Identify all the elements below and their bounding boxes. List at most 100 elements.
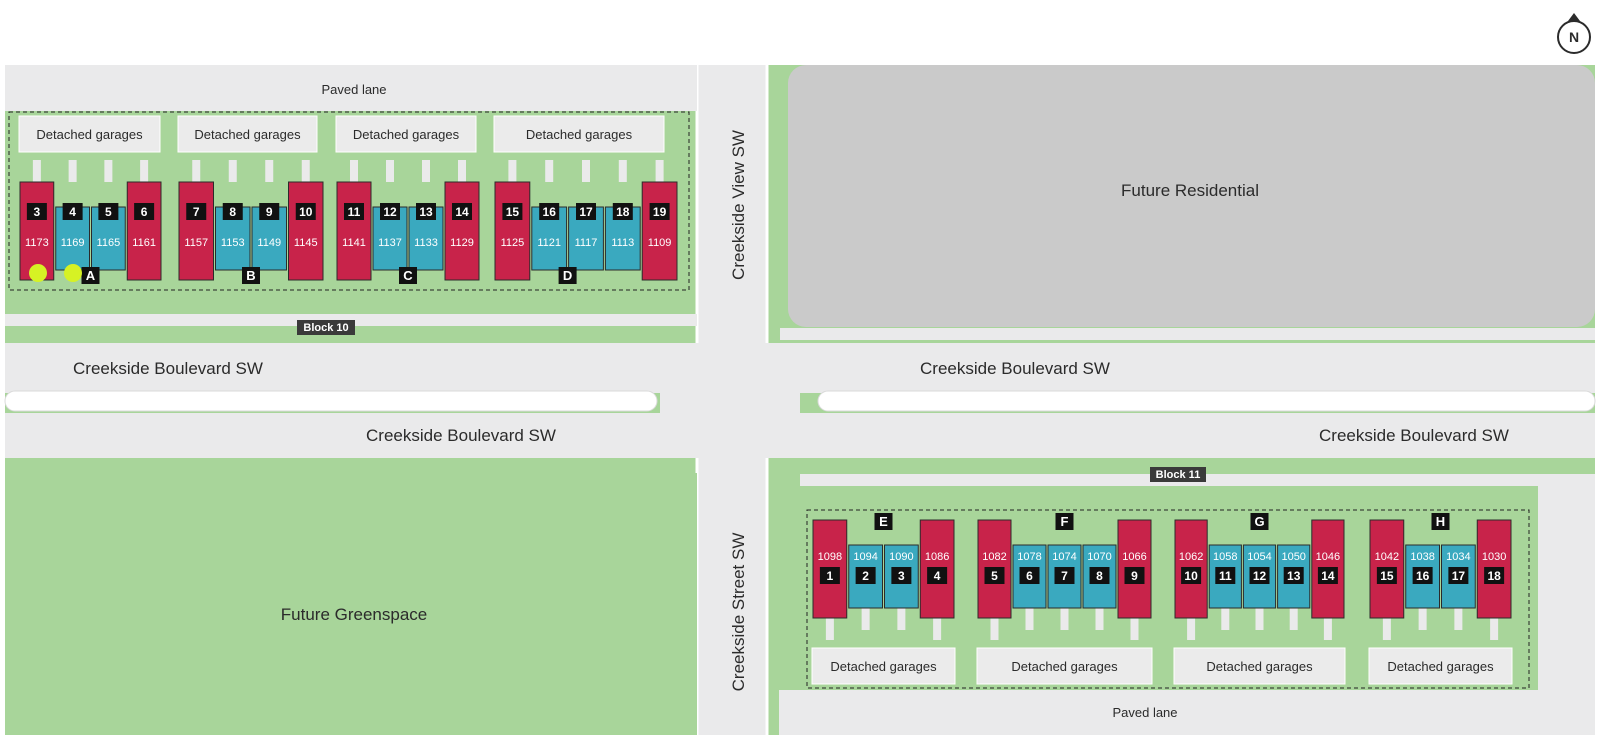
end-unit-shape[interactable]	[444, 181, 480, 281]
end-unit-shape[interactable]	[494, 181, 531, 281]
location-marker[interactable]	[29, 264, 47, 282]
unit-address: 1133	[414, 237, 438, 249]
interior-unit-shape[interactable]	[848, 544, 883, 609]
unit-lot[interactable]: 19 1109	[641, 160, 678, 281]
building-letter: D	[563, 268, 572, 283]
unit-number-badge: 4	[62, 203, 83, 220]
unit-number: 7	[193, 205, 200, 219]
unit-address: 1121	[537, 237, 561, 249]
unit-lot[interactable]: 13 1050	[1277, 544, 1311, 630]
end-unit-shape[interactable]	[288, 181, 324, 281]
location-marker[interactable]	[64, 264, 82, 282]
unit-number: 2	[862, 569, 869, 583]
creekside-street-label: Creekside Street SW	[729, 533, 748, 692]
unit-number: 6	[1026, 569, 1033, 583]
unit-number: 17	[1452, 569, 1466, 583]
unit-number-badge: 19	[649, 203, 670, 220]
compass-label: N	[1568, 29, 1580, 45]
unit-number-badge: 15	[502, 203, 523, 220]
unit-number: 13	[1287, 569, 1301, 583]
block11-lot-outline	[806, 509, 1530, 689]
unit-address: 1090	[889, 551, 913, 563]
unit-number-badge: 18	[612, 203, 633, 220]
unit-lot[interactable]: 13 1133	[408, 160, 444, 271]
end-unit-shape[interactable]	[336, 181, 372, 281]
unit-number: 8	[229, 205, 236, 219]
building-letter: G	[1254, 514, 1264, 529]
unit-number: 16	[1416, 569, 1430, 583]
unit-number: 18	[616, 205, 630, 219]
building-letter: A	[86, 268, 96, 283]
unit-number-badge: 16	[1412, 567, 1433, 584]
unit-number-badge: 6	[1019, 567, 1040, 584]
unit-number: 13	[419, 205, 433, 219]
building-letter-badge: E	[874, 513, 893, 530]
unit-number: 9	[1131, 569, 1138, 583]
unit-number: 3	[898, 569, 905, 583]
end-unit-shape[interactable]	[126, 181, 162, 281]
unit-address: 1050	[1281, 551, 1305, 563]
unit-lot[interactable]: 3 1090	[884, 544, 919, 630]
end-unit-shape[interactable]	[19, 181, 55, 281]
unit-address: 1169	[61, 237, 85, 249]
end-unit-shape[interactable]	[178, 181, 214, 281]
unit-lot[interactable]: 16 1038	[1405, 544, 1440, 630]
unit-lot[interactable]: 4 1169	[55, 160, 90, 271]
unit-address: 1038	[1410, 551, 1434, 563]
unit-number-badge: 13	[1283, 567, 1304, 584]
building-letter: B	[246, 268, 255, 283]
unit-address: 1066	[1122, 551, 1146, 563]
interior-unit-shape[interactable]	[568, 206, 604, 271]
unit-lot[interactable]: 9 1066	[1117, 519, 1152, 640]
unit-number-badge: 9	[259, 203, 280, 220]
end-unit-shape[interactable]	[641, 181, 678, 281]
unit-address: 1109	[648, 237, 672, 249]
unit-number: 15	[1380, 569, 1394, 583]
unit-address: 1074	[1052, 551, 1076, 563]
garage-label: Detached garages	[1206, 659, 1313, 674]
unit-number-badge: 3	[26, 203, 47, 220]
block11-label: Block 11	[1150, 467, 1206, 482]
paved-lane-north-label: Paved lane	[321, 82, 386, 97]
unit-number: 14	[455, 205, 469, 219]
unit-number: 4	[69, 205, 76, 219]
garage-label: Detached garages	[1387, 659, 1494, 674]
unit-number-badge: 4	[927, 567, 948, 584]
unit-number: 14	[1321, 569, 1335, 583]
unit-number-badge: 10	[1181, 567, 1202, 584]
unit-number-badge: 11	[1215, 567, 1236, 584]
boulevard-label-northeast: Creekside Boulevard SW	[920, 359, 1110, 378]
unit-number: 15	[506, 205, 520, 219]
